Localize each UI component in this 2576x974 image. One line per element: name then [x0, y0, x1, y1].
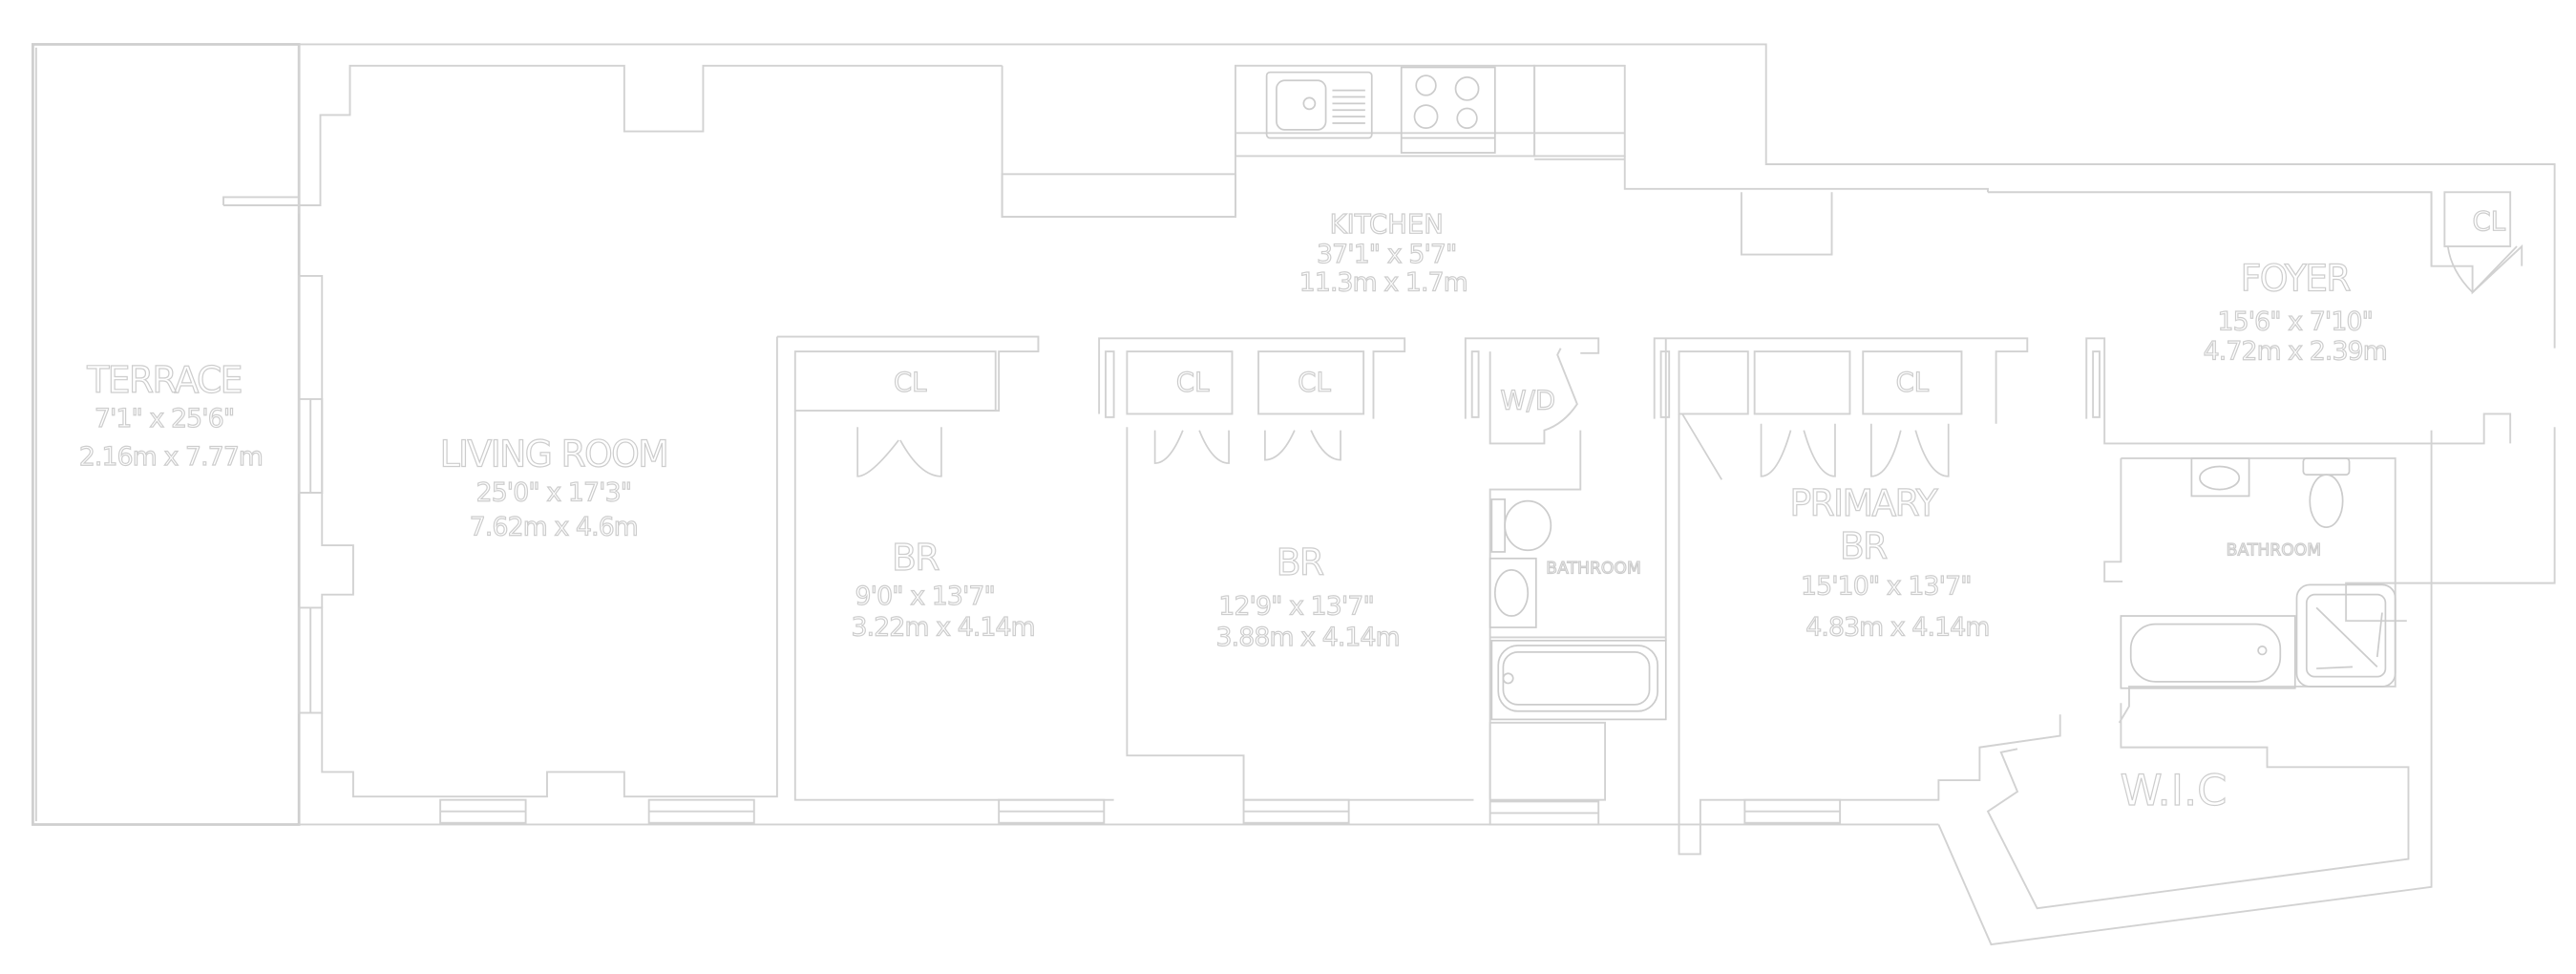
- bath2-toilet-icon: [2302, 457, 2351, 529]
- bathroom-1-label: BATHROOM: [1546, 559, 1640, 578]
- primary-top-wall: [1653, 337, 2029, 424]
- br1-dim-metric: 3.22m x 4.14m: [852, 613, 1035, 643]
- laundry-label: W/D: [1500, 385, 1555, 415]
- br2-closet-b-label: CL: [1298, 367, 1331, 397]
- bath2-outline: [2118, 456, 2397, 724]
- wic-name: W.I.C: [2120, 765, 2227, 815]
- terrace-outline: [32, 43, 301, 826]
- wic-inner-wall: [1986, 703, 2410, 910]
- primary-dim-metric: 4.83m x 4.14m: [1805, 613, 1989, 643]
- bath2-left-wall: [2103, 457, 2123, 582]
- fridge: [1533, 64, 1626, 158]
- kitchen-counter-main: [1234, 64, 1536, 158]
- primary-closet-c: [1862, 350, 1963, 415]
- terrace-name: TERRACE: [86, 359, 242, 401]
- br1-dim-imperial: 9'0" x 13'7": [855, 582, 995, 611]
- walk-in-closet: W.I.C: [1986, 703, 2410, 910]
- living-left-pilaster: [321, 493, 354, 608]
- primary-closet-c-doors: [1869, 423, 1950, 477]
- living-room: LIVING ROOM 25'0" x 17'3" 7.62m x 4.6m: [222, 44, 1003, 824]
- bedroom-1: BR 9'0" x 13'7" 3.22m x 4.14m CL: [776, 335, 1114, 824]
- bathroom-1: W/D BATHROOM: [1464, 337, 1667, 826]
- kitchen-sink-icon: [1265, 71, 1373, 139]
- bath1-top-wall: [1464, 337, 1600, 419]
- br2-closet-a-doors: [1153, 430, 1230, 464]
- br2-closet-a-label: CL: [1176, 367, 1210, 397]
- wic-outer-wall: [1937, 430, 2433, 946]
- bathroom-2: BATHROOM: [2103, 456, 2397, 724]
- br2-dim-metric: 3.88m x 4.14m: [1216, 623, 1400, 652]
- primary-door-jamb: [1659, 350, 1671, 418]
- foyer-door-jamb: [2092, 350, 2101, 418]
- bath1-inner-wall: [1489, 430, 1582, 800]
- foyer-dim-imperial: 15'6" x 7'10": [2218, 307, 2374, 337]
- living-bottom-wall: [321, 336, 778, 798]
- br2-door-jamb: [1105, 350, 1115, 418]
- living-door-jamb: [222, 196, 300, 206]
- outer-wall-top: [299, 43, 2556, 349]
- foyer-closet-door: [2430, 192, 2523, 295]
- primary-closet-a: [1678, 350, 1749, 415]
- primary-name-line2: BR: [1840, 525, 1888, 567]
- br1-closet: [793, 350, 997, 412]
- primary-dim-imperial: 15'10" x 13'7": [1801, 572, 1972, 602]
- bathroom-2-label: BATHROOM: [2227, 540, 2321, 560]
- living-room-dim-imperial: 25'0" x 17'3": [476, 478, 632, 508]
- kitchen-name: KITCHEN: [1330, 209, 1444, 240]
- br1-closet-doors: [856, 427, 942, 477]
- bath1-vanity: [1489, 721, 1607, 801]
- kitchen-counter-left: [1001, 173, 1236, 218]
- foyer: FOYER 15'6" x 7'10" 4.72m x 2.39m CL: [2085, 191, 2523, 445]
- kitchen: KITCHEN 37'1" x 5'7" 11.3m x 1.7m: [1001, 64, 2433, 298]
- foyer-closet-swing: [2446, 245, 2518, 294]
- primary-bedroom: PRIMARY BR 15'10" x 13'7" 4.83m x 4.14m …: [1653, 337, 2061, 856]
- terrace-dim-metric: 2.16m x 7.77m: [79, 442, 263, 472]
- living-room-name: LIVING ROOM: [440, 434, 667, 476]
- primary-walls: [1678, 413, 2061, 856]
- outer-wall-right: [2345, 427, 2556, 623]
- living-top-wall: [223, 64, 1003, 206]
- cooktop-icon: [1400, 66, 1496, 154]
- living-room-dim-metric: 7.62m x 4.6m: [470, 513, 638, 542]
- foyer-closet-label: CL: [2473, 206, 2506, 237]
- bathtub-icon: [1490, 639, 1667, 721]
- br2-name: BR: [1277, 541, 1324, 583]
- terrace-dim-imperial: 7'1" x 25'6": [95, 404, 234, 434]
- primary-closet-b: [1753, 350, 1851, 415]
- bedroom-2: BR 12'9" x 13'7" 3.88m x 4.14m CL CL: [1098, 337, 1474, 824]
- bath2-bathtub-icon: [2120, 615, 2296, 689]
- primary-closet-label: CL: [1896, 367, 1930, 397]
- foyer-column: [1740, 192, 1833, 256]
- bathroom-sink-icon: [1489, 557, 1537, 628]
- kitchen-counter-wall: [1001, 65, 1625, 218]
- kitchen-dim-metric: 11.3m x 1.7m: [1299, 267, 1467, 297]
- foyer-top-wall: [1988, 191, 2433, 266]
- br2-top-wall: [1098, 337, 1406, 419]
- kitchen-dim-imperial: 37'1" x 5'7": [1317, 240, 1456, 269]
- primary-closet-b-doors: [1760, 423, 1836, 477]
- bath2-sink-icon: [2190, 457, 2250, 498]
- foyer-name: FOYER: [2241, 257, 2352, 299]
- br1-closet-label: CL: [894, 367, 927, 397]
- br2-closet-b-doors: [1264, 430, 1341, 461]
- br2-closet-b: [1257, 350, 1365, 415]
- exterior-walls: [299, 43, 2556, 946]
- kitchen-right-wall: [1623, 156, 1989, 193]
- bath1-door-jamb: [1470, 350, 1480, 418]
- foyer-bottom-wall: [2085, 337, 2512, 445]
- terrace: [32, 43, 301, 826]
- br2-closet-a: [1126, 350, 1234, 415]
- primary-name-line1: PRIMARY: [1789, 482, 1938, 524]
- br1-name: BR: [892, 537, 940, 579]
- laundry-closet: [1489, 348, 1578, 445]
- br2-dim-imperial: 12'9" x 13'7": [1218, 591, 1374, 621]
- bath2-shower-icon: [2295, 583, 2397, 688]
- foyer-closet: [2443, 191, 2512, 247]
- primary-closet-a-door: [1682, 413, 1748, 479]
- foyer-dim-metric: 4.72m x 2.39m: [2204, 337, 2387, 367]
- toilet-icon: [1490, 498, 1552, 553]
